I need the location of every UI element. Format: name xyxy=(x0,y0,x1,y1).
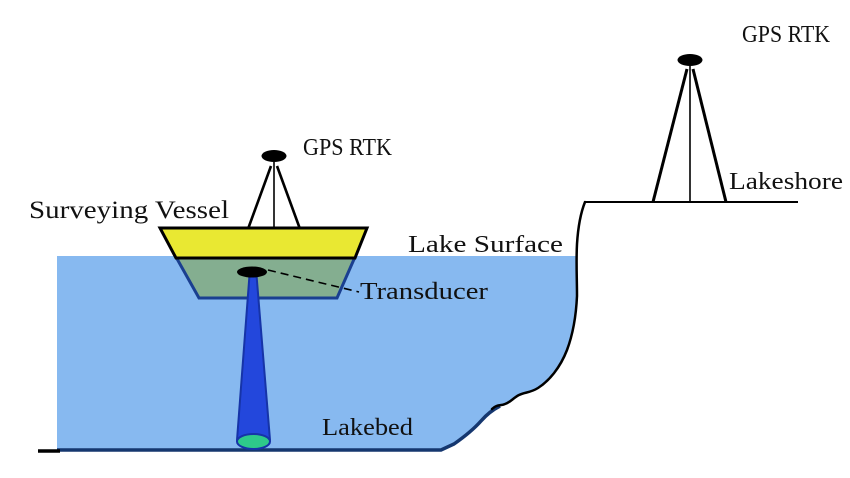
shore-gps-antenna-icon xyxy=(677,54,703,66)
label-gps-rtk-shore: GPS RTK xyxy=(742,22,831,48)
label-lakebed: Lakebed xyxy=(322,415,413,441)
label-gps-rtk-vessel: GPS RTK xyxy=(303,135,393,161)
vessel-tripod-leg-right xyxy=(275,165,302,230)
shore-gps-tripod xyxy=(651,54,728,203)
shore-tripod-leg-right xyxy=(691,68,728,203)
shore-bank-curve xyxy=(490,200,587,411)
transducer-pointer-line xyxy=(267,269,360,293)
label-surveying-vessel: Surveying Vessel xyxy=(29,197,229,224)
water-body xyxy=(57,256,577,450)
shore-tripod-leg-left xyxy=(651,68,689,203)
label-lake-surface: Lake Surface xyxy=(408,232,563,258)
vessel-hull-submerged xyxy=(173,255,358,300)
vessel-tripod-leg-left xyxy=(246,165,273,230)
vessel-hull-above-water xyxy=(157,226,370,260)
vessel-gps-tripod xyxy=(246,150,302,230)
vessel-gps-antenna-icon xyxy=(261,150,287,162)
sonar-beam-footprint xyxy=(236,433,271,450)
label-transducer: Transducer xyxy=(360,279,488,305)
lakebed-line xyxy=(57,404,501,452)
transducer-dot xyxy=(237,266,267,278)
label-lakeshore: Lakeshore xyxy=(729,169,843,195)
